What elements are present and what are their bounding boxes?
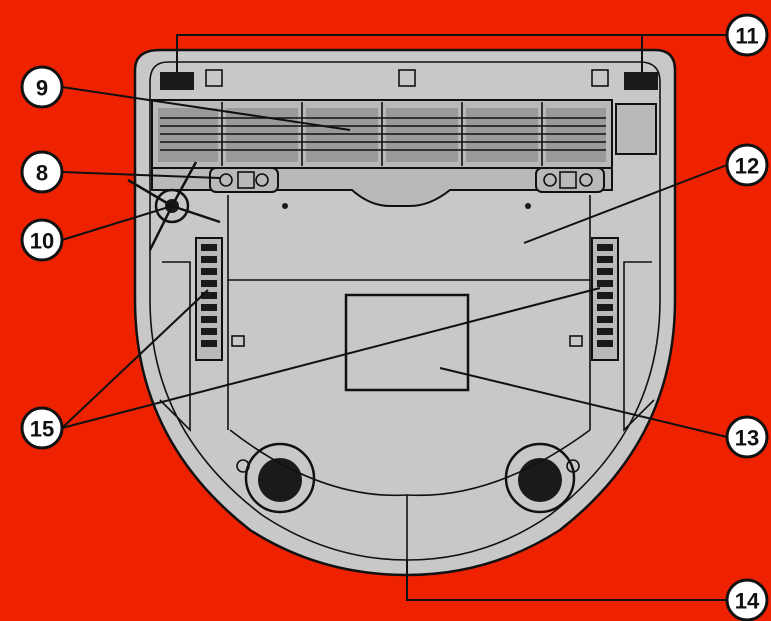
callout-8-label: 8 bbox=[36, 161, 48, 186]
callout-11-label: 11 bbox=[735, 24, 758, 49]
rear-casters bbox=[236, 442, 580, 514]
leader-lines bbox=[61, 34, 728, 601]
callout-9-label: 9 bbox=[36, 76, 48, 101]
callout-15: 15 bbox=[20, 406, 64, 450]
callout-15-label: 15 bbox=[30, 417, 54, 442]
brush-roll bbox=[151, 99, 657, 169]
front-bumper bbox=[229, 429, 591, 560]
callout-8: 8 bbox=[20, 150, 64, 194]
callout-13-label: 13 bbox=[735, 426, 759, 451]
callout-11: 11 bbox=[725, 13, 769, 57]
callout-10-label: 10 bbox=[30, 229, 54, 254]
wheel-treads bbox=[159, 237, 655, 432]
callout-14-label: 14 bbox=[735, 589, 760, 614]
callout-10: 10 bbox=[20, 218, 64, 262]
cliff-sensors bbox=[160, 69, 658, 90]
callout-12-label: 12 bbox=[735, 154, 759, 179]
callout-13: 13 bbox=[725, 415, 769, 459]
battery-cover bbox=[344, 293, 470, 392]
callout-9: 9 bbox=[20, 65, 64, 109]
brush-guard bbox=[151, 167, 613, 209]
callout-14: 14 bbox=[725, 578, 769, 621]
callout-12: 12 bbox=[725, 143, 769, 187]
